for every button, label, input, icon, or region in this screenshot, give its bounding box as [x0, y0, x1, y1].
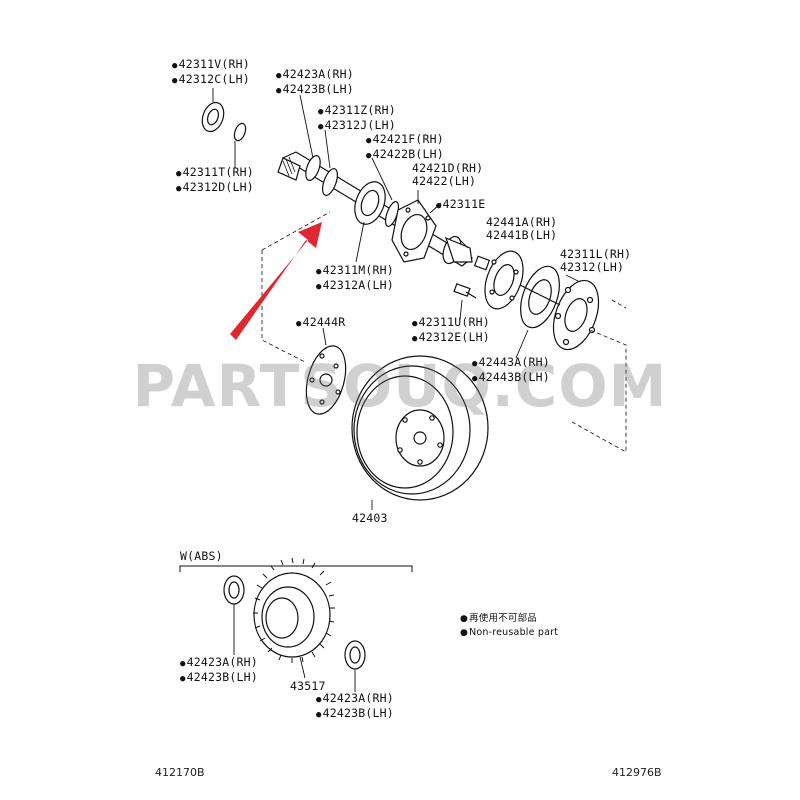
- shaft-ring-2: [322, 168, 338, 196]
- label-line: 42423A(RH): [180, 656, 258, 671]
- label-line: 42423B(LH): [180, 671, 258, 686]
- legend-line-ja: 再使用不可部品: [460, 612, 558, 626]
- label-line: 42311Z(RH): [318, 104, 396, 119]
- label-line: 42312D(LH): [176, 181, 254, 196]
- label-line: 42443A(RH): [472, 356, 550, 371]
- label-43517: 43517: [290, 680, 326, 693]
- bearing-42311m: [354, 181, 386, 225]
- label-42311t: 42311T(RH) 42312D(LH): [176, 166, 254, 196]
- label-42444r: 42444R: [296, 316, 346, 331]
- label-line: 42312(LH): [560, 260, 625, 274]
- gasket-42443: [520, 265, 560, 329]
- label-line: 42422(LH): [412, 174, 477, 188]
- collar-42311e: [442, 235, 473, 265]
- legend-line-en: Non-reusable part: [460, 626, 558, 640]
- shaft-ring-1: [305, 155, 321, 181]
- label-line: 42444R: [296, 316, 346, 331]
- label-line: 42422B(LH): [366, 148, 444, 163]
- label-42423a-abs-right: 42423A(RH) 42423B(LH): [316, 692, 394, 722]
- label-line: 42423B(LH): [276, 83, 354, 98]
- abs-sensor-rotor-43517: [253, 572, 331, 658]
- hub-bolt: [453, 283, 477, 299]
- label-42311l: 42311L(RH) 42312(LH): [560, 248, 631, 274]
- diagram-code-right: 412976B: [612, 766, 662, 779]
- label-42311e: 42311E: [436, 198, 486, 213]
- label-line: 42312J(LH): [318, 119, 396, 134]
- label-line: 42423A(RH): [276, 68, 354, 83]
- label-42311u: 42311U(RH) 42312E(LH): [412, 316, 490, 346]
- label-42441a: 42441A(RH) 42441B(LH): [486, 216, 557, 242]
- label-42443a: 42443A(RH) 42443B(LH): [472, 356, 550, 386]
- plate-42444r: [305, 345, 347, 415]
- label-line: 42311V(RH): [172, 58, 250, 73]
- hub-flange-42311l: [552, 279, 600, 351]
- label-line: 42312C(LH): [172, 73, 250, 88]
- gasket-42441: [484, 250, 524, 310]
- label-42423a-top: 42423A(RH) 42423B(LH): [276, 68, 354, 98]
- label-line: 42311U(RH): [412, 316, 490, 331]
- bearing-retainer-plate: [391, 199, 437, 263]
- abs-bearing-right: [344, 640, 366, 670]
- abs-bracket: [179, 565, 413, 572]
- red-arrow: [230, 222, 322, 340]
- label-line: 42311E: [436, 198, 486, 213]
- label-line: 42312A(LH): [316, 279, 394, 294]
- label-line: 42423A(RH): [316, 692, 394, 707]
- oil-seal-top: [201, 101, 225, 133]
- label-line: 42312E(LH): [412, 331, 490, 346]
- label-line: 42441B(LH): [486, 228, 558, 242]
- spacer: [473, 255, 491, 271]
- label-line: W(ABS): [180, 549, 223, 563]
- label-line: 42403: [352, 511, 388, 525]
- label-line: 42423B(LH): [316, 707, 394, 722]
- label-42421d: 42421D(RH) 42422(LH): [412, 162, 483, 188]
- label-42311z: 42311Z(RH) 42312J(LH): [318, 104, 396, 134]
- snap-ring-top: [233, 122, 247, 142]
- label-line: 42421D(RH): [412, 161, 484, 175]
- abs-bearing-left: [223, 575, 245, 605]
- label-line: 43517: [290, 679, 326, 693]
- diagram-code-left: 412170B: [155, 766, 205, 779]
- label-42423a-abs-left: 42423A(RH) 42423B(LH): [180, 656, 258, 686]
- label-line: 42311M(RH): [316, 264, 394, 279]
- dashed-guides: [261, 211, 627, 453]
- label-abs-header: W(ABS): [180, 550, 223, 563]
- label-42311m: 42311M(RH) 42312A(LH): [316, 264, 394, 294]
- legend: 再使用不可部品 Non-reusable part: [460, 612, 558, 640]
- label-line: 42311L(RH): [560, 247, 632, 261]
- label-line: 42443B(LH): [472, 371, 550, 386]
- label-42403: 42403: [352, 512, 388, 525]
- label-line: 42311T(RH): [176, 166, 254, 181]
- label-42311v: 42311V(RH) 42312C(LH): [172, 58, 250, 88]
- label-line: 42421F(RH): [366, 133, 444, 148]
- label-42421f: 42421F(RH) 42422B(LH): [366, 133, 444, 163]
- label-line: 42441A(RH): [486, 215, 558, 229]
- brake-drum-42403: [351, 355, 489, 501]
